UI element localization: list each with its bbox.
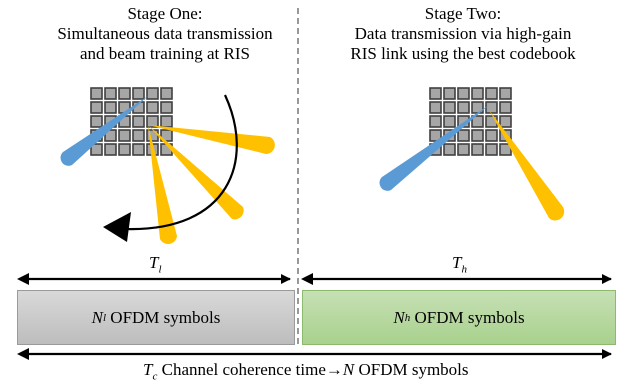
tl-arrow-left-head (17, 273, 29, 285)
ris-element (499, 87, 512, 100)
ris-element (146, 101, 159, 114)
right-arrow-icon: → (325, 360, 343, 379)
ris-element (443, 143, 456, 156)
stage-one-line1: Stage One: (127, 4, 203, 23)
coherence-time-label: Tc Channel coherence time→N OFDM symbols (143, 360, 469, 383)
ris-element (160, 87, 173, 100)
sweep-arrowhead (103, 212, 131, 242)
ris-element (499, 115, 512, 128)
ris-element (429, 101, 442, 114)
ris-element (499, 101, 512, 114)
ris-element (132, 143, 145, 156)
ris-element (132, 129, 145, 142)
ris-element (118, 87, 131, 100)
stage-two-line3: RIS link using the best codebook (350, 44, 576, 63)
ris-element (457, 143, 470, 156)
ris-element (146, 115, 159, 128)
tl-label: Tl (149, 253, 162, 276)
th-arrow-left-head (301, 273, 313, 285)
beam-sweep-arc (124, 94, 238, 231)
ris-element (146, 87, 159, 100)
ris-element (132, 87, 145, 100)
ris-grid-stage-one (90, 87, 173, 156)
ris-element (485, 101, 498, 114)
ris-element (457, 101, 470, 114)
ris-element (90, 87, 103, 100)
ris-element (443, 101, 456, 114)
stage-one-title: Stage One: Simultaneous data transmissio… (20, 4, 310, 64)
ris-element (90, 101, 103, 114)
stage-two-line2: Data transmission via high-gain (354, 24, 572, 43)
ris-element (471, 115, 484, 128)
best-reflected-beam (489, 110, 565, 221)
ris-element (160, 101, 173, 114)
th-label: Th (452, 253, 467, 276)
ris-element (104, 101, 117, 114)
stage-one-line3: and beam training at RIS (80, 44, 250, 63)
stage-two-title: Stage Two: Data transmission via high-ga… (318, 4, 608, 64)
ris-element (146, 129, 159, 142)
ris-element (118, 129, 131, 142)
ris-element (104, 87, 117, 100)
ris-element (485, 129, 498, 142)
ris-element (443, 115, 456, 128)
reflected-beam-1 (148, 125, 275, 154)
ris-element (485, 115, 498, 128)
ris-element (104, 143, 117, 156)
ris-element (471, 129, 484, 142)
stage-two-line1: Stage Two: (424, 4, 502, 23)
stage-one-line2: Simultaneous data transmission (57, 24, 273, 43)
ris-element (457, 87, 470, 100)
ris-element (429, 115, 442, 128)
ris-element (471, 143, 484, 156)
ris-element (90, 115, 103, 128)
ris-element (429, 87, 442, 100)
ris-element (485, 87, 498, 100)
ris-element (443, 87, 456, 100)
ris-element (485, 143, 498, 156)
ris-element (160, 115, 173, 128)
reflected-beam-3 (148, 125, 177, 244)
tc-arrow-left-head (17, 348, 29, 360)
ris-element (132, 115, 145, 128)
ris-element (471, 87, 484, 100)
incident-beam-stage-two (379, 105, 489, 191)
ris-element (118, 143, 131, 156)
incident-beam-stage-one (60, 96, 148, 166)
ris-element (90, 143, 103, 156)
ris-element (457, 129, 470, 142)
